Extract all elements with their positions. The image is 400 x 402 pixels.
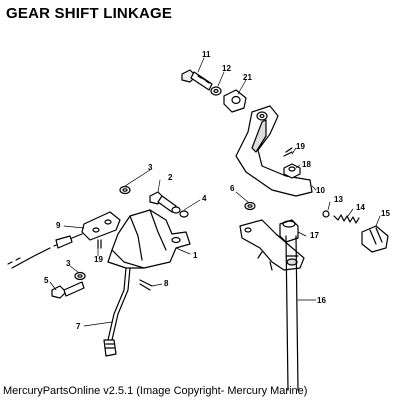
part-15-plunger — [361, 225, 389, 253]
part-3-washer-upper — [119, 185, 131, 195]
part-19-pin-lower — [97, 239, 102, 249]
part-17-bushing — [279, 219, 299, 243]
callout-16: 16 — [317, 296, 326, 305]
part-5-bolt — [51, 281, 85, 299]
callout-10: 10 — [316, 186, 325, 195]
callout-6: 6 — [230, 184, 235, 193]
diagram-title: GEAR SHIFT LINKAGE — [6, 5, 173, 22]
callout-17: 17 — [310, 231, 319, 240]
part-21-link-block — [223, 89, 247, 113]
shift-shaft-bracket — [239, 219, 305, 271]
part-7-shift-rod — [103, 267, 131, 357]
callout-18: 18 — [302, 160, 311, 169]
callout-1: 1 — [193, 251, 198, 260]
callout-leaders — [49, 57, 381, 327]
callout-11: 11 — [202, 50, 211, 59]
callout-8: 8 — [164, 279, 169, 288]
callout-12: 12 — [222, 64, 231, 73]
part-6-washer — [244, 201, 256, 211]
image-copyright-caption: MercuryPartsOnline v2.5.1 (Image Copyrig… — [3, 385, 308, 397]
part-2-bolt — [149, 191, 177, 213]
part-11-bolt — [181, 69, 213, 91]
part-14-spring — [333, 214, 360, 224]
callout-5: 5 — [44, 276, 49, 285]
part-13-ball — [322, 210, 330, 218]
part-4-washers — [171, 206, 189, 218]
callout-14: 14 — [356, 203, 365, 212]
callout-numbers: 11 12 21 19 18 10 13 14 15 6 17 16 2 3 4… — [44, 50, 390, 331]
callout-21: 21 — [243, 73, 252, 82]
part-1-shift-bracket — [107, 209, 191, 269]
shift-cable — [7, 233, 83, 269]
part-10-shift-lever — [235, 105, 313, 197]
callout-19-upper: 19 — [296, 142, 305, 151]
callout-2: 2 — [168, 173, 173, 182]
part-12-washer — [210, 86, 222, 96]
callout-3-lower: 3 — [66, 259, 71, 268]
part-8-pin — [139, 279, 153, 291]
callout-13: 13 — [334, 195, 343, 204]
callout-3-upper: 3 — [148, 163, 153, 172]
part-3-washer-lower — [74, 271, 86, 281]
part-9-clevis — [81, 211, 121, 241]
callout-4: 4 — [202, 194, 207, 203]
callout-7: 7 — [76, 322, 81, 331]
part-16-shift-shaft — [285, 235, 299, 391]
part-18-nut — [283, 163, 301, 179]
callout-19-lower: 19 — [94, 255, 103, 264]
part-19-pin-upper — [283, 147, 293, 157]
callout-15: 15 — [381, 209, 390, 218]
callout-9: 9 — [56, 221, 61, 230]
